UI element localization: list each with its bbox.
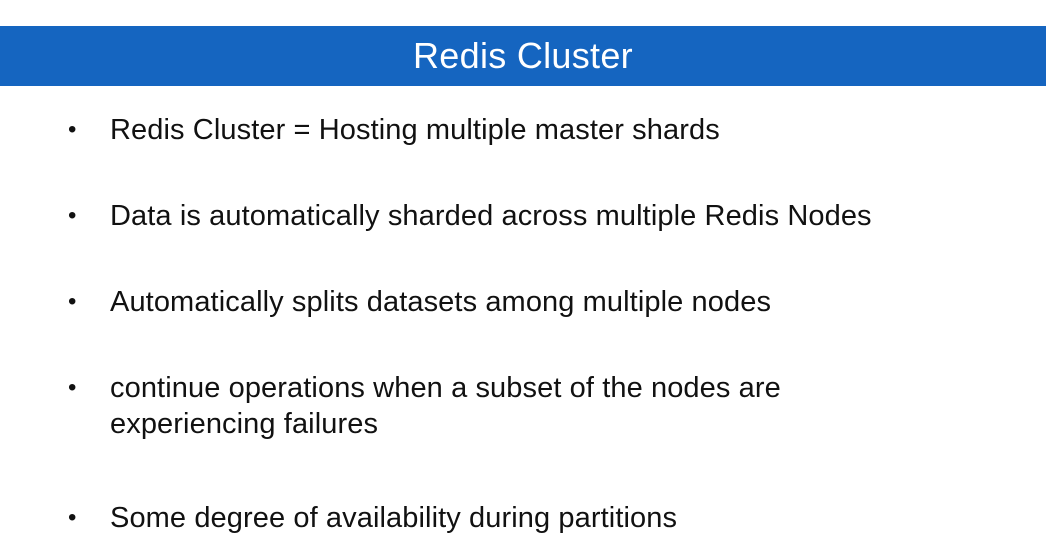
- bullet-text: Automatically splits datasets among mult…: [110, 286, 772, 318]
- bullet-icon: •: [68, 202, 77, 229]
- bullet-item: • Some degree of availability during par…: [68, 500, 1008, 536]
- bullet-text: Redis Cluster = Hosting multiple master …: [110, 114, 720, 146]
- bullet-item: • Data is automatically sharded across m…: [68, 198, 1008, 234]
- title-bar: Redis Cluster: [0, 26, 1046, 86]
- bullet-icon: •: [68, 374, 77, 401]
- bullet-item: • continue operations when a subset of t…: [68, 370, 868, 442]
- bullet-item: • Redis Cluster = Hosting multiple maste…: [68, 112, 1008, 148]
- bullet-item: • Automatically splits datasets among mu…: [68, 284, 1008, 320]
- bullet-icon: •: [68, 288, 77, 315]
- bullet-text: Some degree of availability during parti…: [110, 502, 678, 534]
- bullet-text: Data is automatically sharded across mul…: [110, 200, 872, 232]
- slide-title: Redis Cluster: [413, 35, 633, 76]
- bullet-icon: •: [68, 504, 77, 531]
- bullet-icon: •: [68, 116, 77, 143]
- bullet-text: continue operations when a subset of the…: [110, 372, 781, 440]
